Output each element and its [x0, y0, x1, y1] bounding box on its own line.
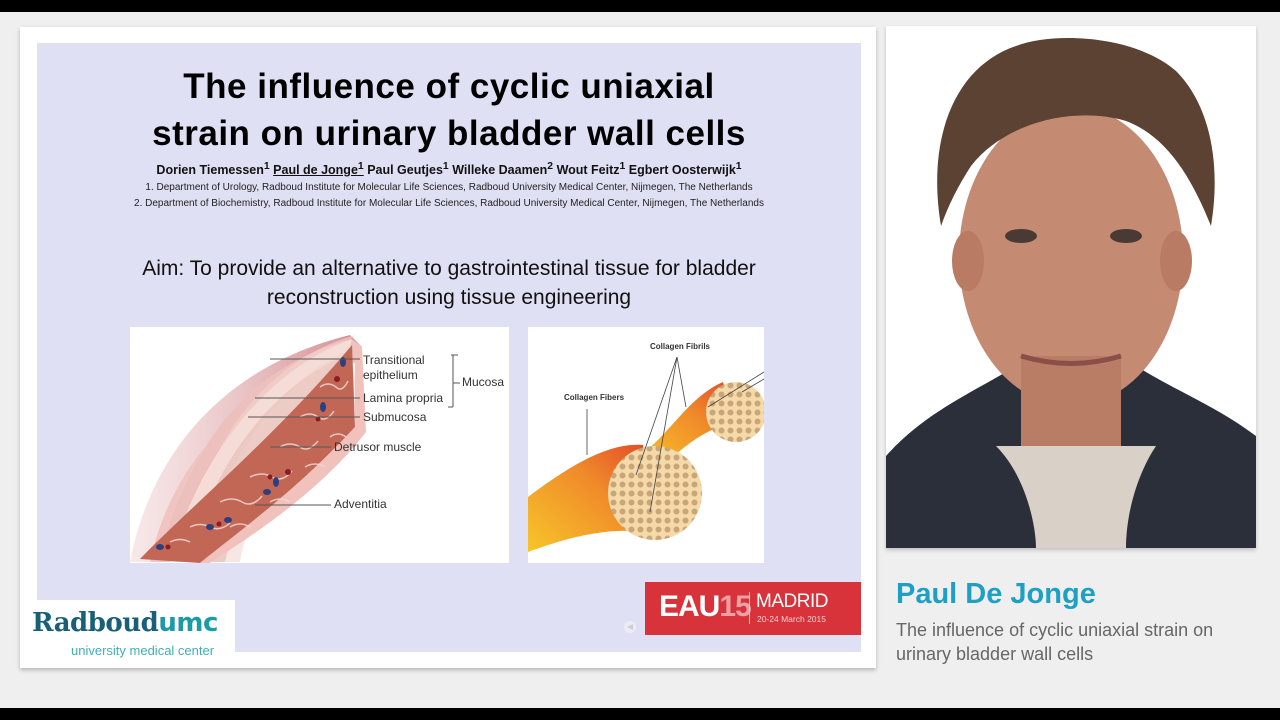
logo-wordmark: Radboudumc [32, 608, 218, 638]
label-epithelium: epithelium [363, 368, 418, 382]
collagen-figure: Collagen Fibrils Collagen Fibers [528, 327, 764, 563]
label-collagen-fibers: Collagen Fibers [564, 393, 625, 402]
speaker-photo [886, 26, 1256, 548]
slide-title: The influence of cyclic uniaxial strain … [37, 63, 861, 157]
eau-dates: 20-24 March 2015 [757, 614, 826, 624]
slide-title-line-2: strain on urinary bladder wall cells [152, 114, 746, 153]
label-transitional: Transitional [363, 353, 425, 367]
label-collagen-fibrils: Collagen Fibrils [650, 342, 711, 351]
video-stage: The influence of cyclic uniaxial strain … [0, 12, 1280, 708]
speaker-portrait-image [886, 26, 1256, 548]
label-submucosa: Submucosa [363, 410, 427, 424]
author: Dorien Tiemessen1 [156, 161, 270, 178]
label-detrusor-muscle: Detrusor muscle [334, 440, 422, 454]
logo-subtitle: university medical center [71, 643, 215, 658]
slide-nav-icon[interactable]: ◀ [624, 621, 636, 633]
eau-city: MADRID [756, 591, 828, 612]
slide-title-line-1: The influence of cyclic uniaxial [183, 67, 715, 106]
presentation-slide: The influence of cyclic uniaxial strain … [37, 43, 861, 652]
eau-logo-text: EAU15 [659, 590, 752, 623]
collagen-illustration [528, 356, 764, 552]
author-presenter: Paul de Jonge1 [273, 161, 364, 178]
aim-line-1: Aim: To provide an alternative to gastro… [142, 257, 756, 280]
aim-line-2: reconstruction using tissue engineering [266, 286, 632, 309]
eau15-badge: EAU15 MADRID 20-24 March 2015 [645, 582, 861, 635]
affiliation-2: 2. Department of Biochemistry, Radboud I… [134, 198, 764, 209]
label-adventitia: Adventitia [334, 497, 387, 511]
radboudumc-logo: Radboudumc university medical center [20, 600, 235, 668]
author: Paul Geutjes1 [367, 161, 449, 178]
talk-title: The influence of cyclic uniaxial strain … [896, 620, 1214, 664]
affiliation-1: 1. Department of Urology, Radboud Instit… [145, 182, 753, 193]
label-lamina-propria: Lamina propria [363, 391, 444, 405]
author-list: Dorien Tiemessen1 Paul de Jonge1 Paul Ge… [37, 161, 861, 177]
slide-card: The influence of cyclic uniaxial strain … [20, 27, 876, 668]
bladder-wall-figure: Transitional epithelium Lamina propria S… [130, 327, 509, 563]
author: Egbert Oosterwijk1 [628, 161, 742, 178]
author: Willeke Daamen2 [452, 161, 554, 178]
speaker-name: Paul De Jonge [896, 578, 1096, 610]
eau-divider [749, 592, 750, 624]
label-mucosa: Mucosa [462, 375, 505, 389]
aim-statement: Aim: To provide an alternative to gastro… [37, 254, 861, 312]
bladder-wall-illustration [130, 335, 460, 563]
author: Wout Feitz1 [556, 161, 626, 178]
